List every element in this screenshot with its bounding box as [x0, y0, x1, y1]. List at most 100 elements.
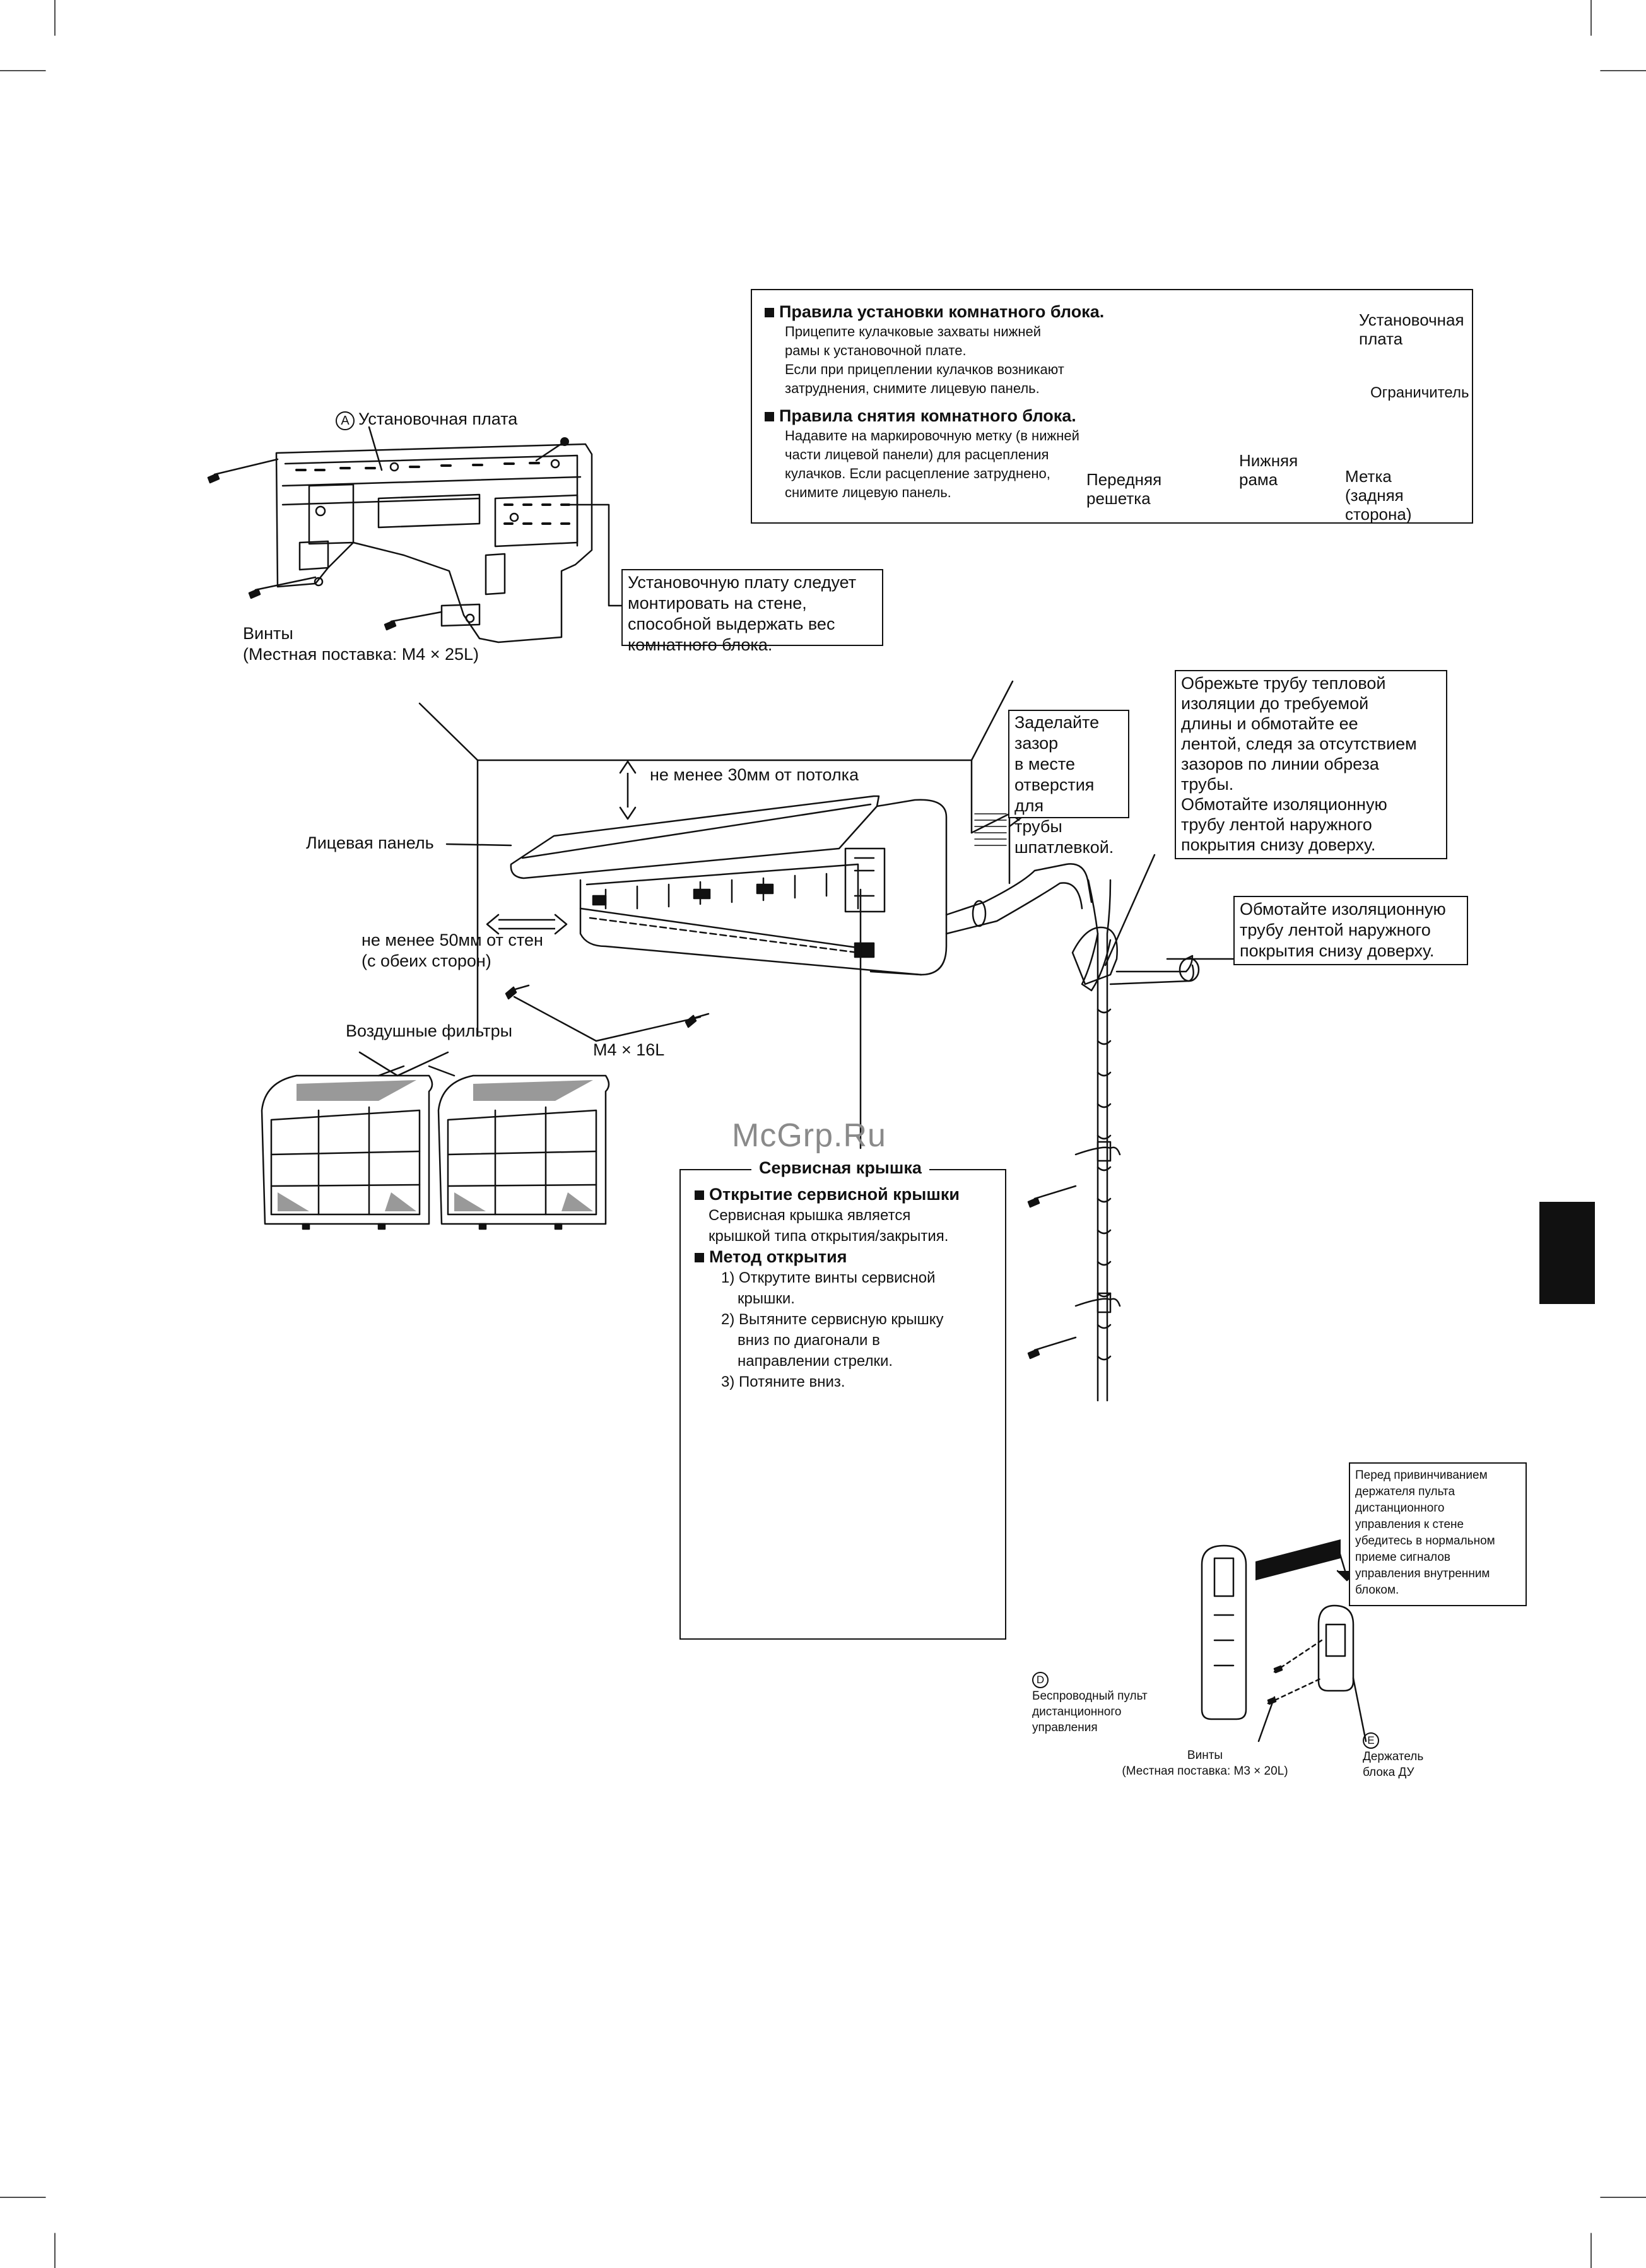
rules-box: Правила установки комнатного блока. Приц…: [751, 289, 1473, 524]
rules-label-front-grille: Передняя решетка: [1086, 470, 1162, 508]
remote-note-line-1: Перед привинчиванием: [1355, 1469, 1488, 1482]
install-rules-text: Прицепите кулачковые захваты нижней рамы…: [765, 322, 1244, 398]
trim-line-3: длины и обмотайте ее: [1181, 714, 1358, 733]
holder-line-2: блока ДУ: [1363, 1766, 1414, 1779]
remote-note-line-2: держателя пульта: [1355, 1485, 1455, 1498]
remove-rules-text: Надавите на маркировочную метку (в нижне…: [765, 426, 1244, 502]
wall-clearance-line-2: (с обеих сторон): [362, 951, 491, 970]
remove-line-2: части лицевой панели) для расцепления: [785, 447, 1049, 462]
rules-label-mark: Метка (задняя сторона): [1345, 467, 1412, 524]
mounting-plate-drawing: [207, 426, 623, 643]
holder-letter-badge: E: [1363, 1732, 1379, 1749]
trim-line-1: Обрежьте трубу тепловой: [1181, 674, 1386, 693]
putty-line-2: в месте: [1014, 755, 1076, 773]
remote-drawing: [1201, 1539, 1367, 1742]
holder-line-1: Держатель: [1363, 1750, 1424, 1763]
trim-line-6: трубы.: [1181, 775, 1234, 794]
rules-label-stopper: Ограничитель: [1370, 384, 1469, 401]
trim-line-8: трубу лентой наружного: [1181, 815, 1372, 834]
trim-note-box: Обрежьте трубу тепловой изоляции до треб…: [1175, 670, 1447, 859]
opening-line-1: Сервисная крышка является: [708, 1207, 911, 1224]
remove-line-4: снимите лицевую панель.: [785, 485, 951, 500]
wrap-line-2: трубу лентой наружного: [1240, 920, 1431, 939]
opening-text: Сервисная крышка является крышкой типа о…: [695, 1205, 997, 1247]
putty-note-box: Заделайте зазор в месте отверстия для тр…: [1008, 710, 1129, 857]
plate-screws-title: Винты: [243, 624, 293, 643]
plate-note-box: Установочную плату следует монтировать н…: [621, 569, 883, 654]
plate-note-line-3: способной выдержать вес: [628, 614, 835, 633]
holder-label: E Держатель блока ДУ: [1363, 1732, 1423, 1780]
remote-note-line-7: управления внутренним: [1355, 1567, 1490, 1580]
putty-line-4: трубы: [1014, 817, 1062, 836]
service-cover-title: Сервисная крышка: [751, 1158, 929, 1178]
remote-screws-spec: (Местная поставка: M3 × 20L): [1122, 1765, 1288, 1778]
step1-line-1: 1) Открутите винты сервисной: [721, 1269, 936, 1286]
indoor-unit-drawing: [418, 680, 1093, 1149]
opening-heading: Открытие сервисной крышки: [695, 1184, 997, 1205]
opening-line-2: крышкой типа открытия/закрытия.: [708, 1228, 949, 1245]
step2-line-1: 2) Вытяните сервисную крышку: [721, 1311, 944, 1328]
wrap-line-3: покрытия снизу доверху.: [1240, 941, 1435, 960]
remove-rules-heading: Правила снятия комнатного блока.: [765, 406, 1244, 426]
air-filters-label: Воздушные фильтры: [346, 1021, 513, 1040]
remote-letter-badge: D: [1032, 1672, 1049, 1688]
putty-line-1: Заделайте зазор: [1014, 713, 1100, 753]
service-cover-box: Сервисная крышка Открытие сервисной крыш…: [679, 1158, 1006, 1640]
remote-note-line-8: блоком.: [1355, 1583, 1399, 1597]
trim-line-2: изоляции до требуемой: [1181, 694, 1369, 713]
trim-line-4: лентой, следя за отсутствием: [1181, 734, 1417, 753]
screw-spec-label: M4 × 16L: [593, 1040, 665, 1059]
plate-screws-spec: (Местная поставка: M4 × 25L): [243, 645, 479, 664]
remote-label: D Беспроводный пульт дистанционного упра…: [1032, 1672, 1148, 1736]
watermark: McGrp.Ru: [732, 1117, 886, 1154]
step2-line-3: направлении стрелки.: [738, 1353, 893, 1370]
front-panel-label: Лицевая панель: [306, 833, 434, 852]
remove-line-3: кулачков. Если расцепление затруднено,: [785, 466, 1050, 481]
trim-line-9: покрытия снизу доверху.: [1181, 835, 1376, 854]
wall-clearance-label: не менее 50мм от стен (с обеих сторон): [362, 930, 543, 972]
plate-note-line-4: комнатного блока.: [628, 635, 773, 654]
method-steps: 1) Открутите винты сервисной крышки. 2) …: [695, 1267, 997, 1392]
plate-note-line-1: Установочную плату следует: [628, 573, 857, 592]
screws-m4x16: [505, 984, 710, 1042]
remote-note-box: Перед привинчиванием держателя пульта ди…: [1349, 1462, 1527, 1606]
install-line-2: рамы к установочной плате.: [785, 343, 967, 358]
remote-note-line-4: управления к стене: [1355, 1518, 1464, 1531]
rules-label-lower-frame: Нижняя рама: [1239, 451, 1298, 489]
wall-clearance-line-1: не менее 50мм от стен: [362, 931, 543, 949]
remote-note-line-5: убедитесь в нормальном: [1355, 1534, 1495, 1548]
plate-note-line-2: монтировать на стене,: [628, 594, 807, 613]
plate-screws-label: Винты (Местная поставка: M4 × 25L): [243, 623, 479, 665]
section-tab: [1539, 1202, 1595, 1304]
ceiling-clearance-label: не менее 30мм от потолка: [650, 765, 859, 784]
install-line-4: затруднения, снимите лицевую панель.: [785, 380, 1040, 396]
plate-letter-badge: A: [336, 411, 355, 430]
wrap-line-1: Обмотайте изоляционную: [1240, 900, 1446, 919]
remote-screws-title: Винты: [1187, 1749, 1223, 1762]
step3-line: 3) Потяните вниз.: [721, 1373, 845, 1390]
trim-line-5: зазоров по линии обреза: [1181, 755, 1379, 773]
piping-drawing: [1008, 811, 1238, 1402]
remote-line-1: Беспроводный пульт: [1032, 1689, 1148, 1703]
step2-line-2: вниз по диагонали в: [738, 1332, 880, 1349]
method-heading: Метод открытия: [695, 1247, 997, 1267]
step1-line-2: крышки.: [738, 1290, 795, 1307]
air-filters-drawing: [261, 1051, 610, 1230]
plate-label-text: Установочная плата: [358, 409, 518, 428]
remote-note-line-3: дистанционного: [1355, 1501, 1445, 1515]
rules-label-plate: Установочная плата: [1359, 310, 1464, 348]
trim-line-7: Обмотайте изоляционную: [1181, 795, 1387, 814]
remove-line-1: Надавите на маркировочную метку (в нижне…: [785, 428, 1079, 444]
remote-note-line-6: приеме сигналов: [1355, 1551, 1451, 1564]
remote-line-2: дистанционного: [1032, 1705, 1122, 1719]
install-line-1: Прицепите кулачковые захваты нижней: [785, 324, 1042, 339]
remote-line-3: управления: [1032, 1721, 1098, 1734]
install-line-3: Если при прицеплении кулачков возникают: [785, 361, 1064, 377]
wrap-note-box: Обмотайте изоляционную трубу лентой нару…: [1233, 896, 1468, 965]
putty-line-3: отверстия для: [1014, 775, 1095, 815]
install-rules-heading: Правила установки комнатного блока.: [765, 302, 1244, 322]
putty-line-5: шпатлевкой.: [1014, 838, 1114, 857]
remote-screws-label: Винты (Местная поставка: M3 × 20L): [1110, 1748, 1300, 1779]
